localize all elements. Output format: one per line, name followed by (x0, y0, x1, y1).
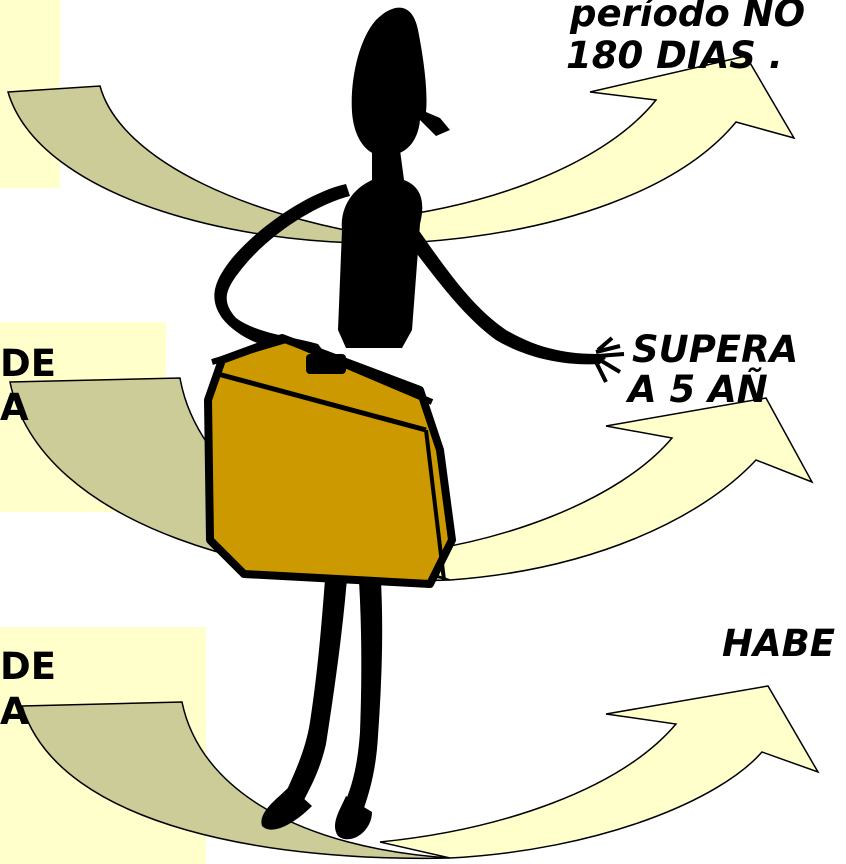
middle-left-text-line1: DE (0, 342, 56, 385)
bottom-right-text-line1: HABE (722, 622, 836, 665)
middle-left-text-line2: A (0, 386, 29, 429)
bottom-left-text-line1: DE (0, 645, 56, 688)
top-right-text-line2: 180 DIAS . (566, 34, 783, 77)
middle-right-text-line1: SUPERA (632, 328, 799, 371)
bottom-left-text-line2: A (0, 690, 29, 733)
middle-right-text-line2: A 5 AÑ (628, 368, 768, 411)
top-right-text-line1: período NO (570, 0, 806, 35)
suitcase-icon (204, 334, 456, 588)
curved-arrow-icon (20, 685, 820, 860)
traveler-figure-icon (214, 7, 625, 840)
